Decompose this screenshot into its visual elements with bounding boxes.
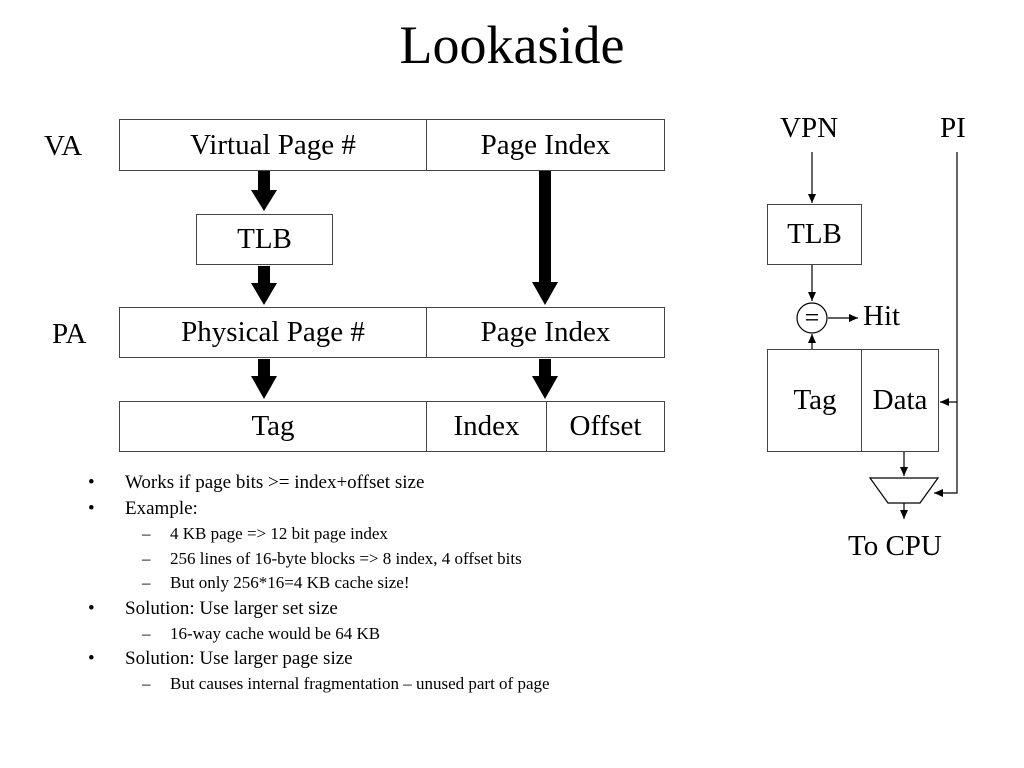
page-index-mid-box: Page Index: [426, 307, 665, 358]
virtual-page-number-label: Virtual Page #: [190, 128, 356, 161]
data-label: Data: [872, 384, 928, 416]
tlb-box-right: TLB: [767, 204, 862, 265]
tlb-label-left: TLB: [237, 223, 292, 255]
offset-label: Offset: [569, 410, 642, 442]
tag-box-right: Tag: [767, 349, 863, 452]
offset-box: Offset: [546, 401, 665, 452]
tag-box-left: Tag: [119, 401, 427, 452]
sub-bullet-item: 4 KB page => 12 bit page index: [88, 522, 550, 547]
index-label: Index: [453, 410, 520, 442]
hit-label: Hit: [863, 300, 901, 332]
sub-bullet-item: 16-way cache would be 64 KB: [88, 622, 550, 647]
pa-label: PA: [52, 318, 87, 350]
comparator-equals: =: [804, 303, 820, 332]
pi-label: PI: [940, 112, 966, 144]
physical-page-number-label: Physical Page #: [181, 316, 365, 348]
bullet-item: Works if page bits >= index+offset size: [88, 470, 550, 496]
tlb-box-left: TLB: [196, 214, 333, 265]
tag-label-left: Tag: [251, 410, 295, 442]
tag-label-right: Tag: [793, 384, 837, 416]
sub-bullet-item: But only 256*16=4 KB cache size!: [88, 571, 550, 596]
left-arrows: [251, 171, 558, 399]
page-title: Lookaside: [399, 15, 625, 75]
physical-page-number-box: Physical Page #: [119, 307, 427, 358]
data-box: Data: [861, 349, 939, 452]
to-cpu-label: To CPU: [848, 530, 942, 562]
tlb-label-right: TLB: [787, 218, 842, 250]
bullet-item: Example:: [88, 496, 550, 522]
bullet-item: Solution: Use larger set size: [88, 596, 550, 622]
bullet-item: Solution: Use larger page size: [88, 646, 550, 672]
index-box: Index: [426, 401, 547, 452]
vpn-label: VPN: [780, 112, 839, 144]
page-index-mid-label: Page Index: [480, 316, 611, 348]
page-index-top-box: Page Index: [426, 119, 665, 171]
va-label: VA: [44, 130, 83, 162]
page-index-top-label: Page Index: [480, 128, 611, 161]
sub-bullet-item: But causes internal fragmentation – unus…: [88, 672, 550, 697]
bullet-list: Works if page bits >= index+offset size …: [88, 470, 550, 697]
virtual-page-number-box: Virtual Page #: [119, 119, 427, 171]
sub-bullet-item: 256 lines of 16-byte blocks => 8 index, …: [88, 547, 550, 572]
